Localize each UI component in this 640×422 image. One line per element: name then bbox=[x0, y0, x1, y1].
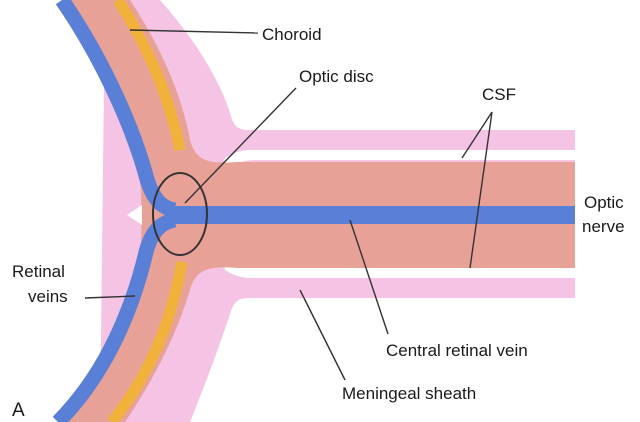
optic-disc-label: Optic disc bbox=[299, 67, 374, 86]
central-retinal-vein-shape bbox=[165, 206, 575, 224]
csf-label: CSF bbox=[482, 85, 516, 104]
optic-nerve-label-line2: nerve bbox=[582, 217, 625, 236]
optic-nerve-label-line1: Optic bbox=[584, 193, 624, 212]
choroid-label: Choroid bbox=[262, 25, 322, 44]
retinal-veins-label-line2: veins bbox=[28, 287, 68, 306]
retinal-veins-label-line1: Retinal bbox=[12, 262, 65, 281]
meningeal-sheath-leader bbox=[300, 290, 345, 380]
central-retinal-vein-label: Central retinal vein bbox=[386, 341, 528, 360]
figure-letter: A bbox=[12, 400, 25, 421]
meningeal-sheath-label: Meningeal sheath bbox=[342, 384, 476, 403]
